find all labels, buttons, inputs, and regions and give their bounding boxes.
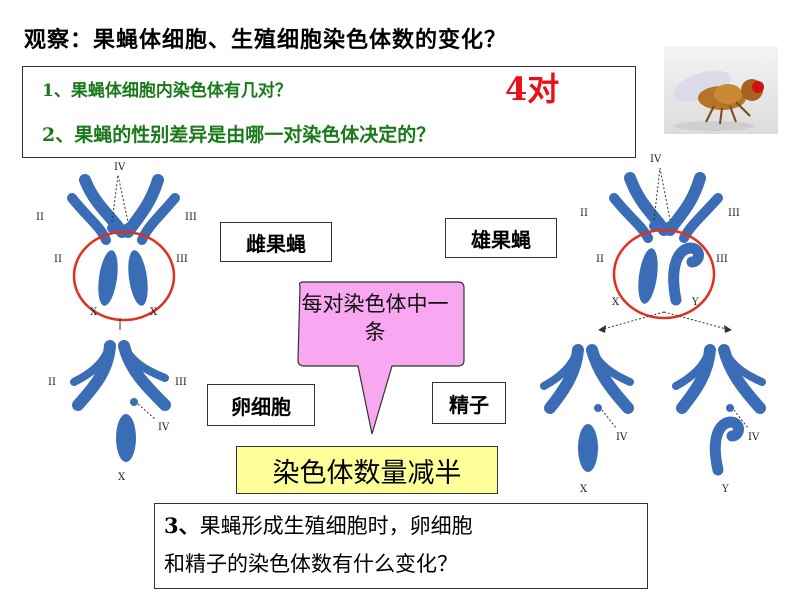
label-male-fly: 雄果蝇 [445,218,557,258]
page-title: 观察：果蝇体细胞、生殖细胞染色体数的变化？ [24,28,508,53]
question-3-box [154,503,648,589]
label-III-female: III [185,212,197,223]
question-3-line-1: 3、果蝇形成生殖细胞时，卵细胞 [164,510,473,540]
svg-text:IV: IV [748,432,760,443]
label-III-female-2: III [176,254,188,265]
svg-text:IV: IV [158,422,170,433]
sperm-y-chromosomes: IV Y [672,344,766,495]
question-2: 2、果蝇的性别差异是由哪一对染色体决定的？ [42,124,436,146]
question-1-answer: 4对 [505,70,560,108]
question-box [22,66,636,158]
svg-text:X: X [580,484,588,495]
svg-text:II: II [48,377,56,388]
svg-text:III: III [175,377,187,388]
label-female-fly: 雌果蝇 [220,222,332,262]
svg-text:X: X [118,472,126,483]
male-chromosomes: IV II III II III X Y [580,154,740,333]
question-3-prefix: 3、 [164,513,200,538]
female-chromosomes: IV II III II III X X [36,162,197,330]
label-egg-cell: 卵细胞 [207,384,315,426]
question-3-line-1-text: 果蝇形成生殖细胞时，卵细胞 [199,514,473,538]
halved-label: 染色体数量减半 [236,446,498,494]
svg-text:X: X [612,297,620,308]
label-X-female-2: X [150,307,158,318]
sperm-x-chromosomes: IV X [540,344,634,495]
svg-text:II: II [580,208,588,219]
label-II-female: II [36,212,44,223]
question-3-line-2: 和精子的染色体数有什么变化？ [164,552,458,576]
label-II-female-2: II [54,254,62,265]
svg-text:II: II [596,254,604,265]
svg-text:IV: IV [616,432,628,443]
svg-text:III: III [728,208,740,219]
egg-chromosomes: II III IV X [48,340,187,483]
callout-text: 每对染色体中一条 [301,292,449,344]
svg-text:Y: Y [691,297,699,308]
label-sperm: 精子 [432,382,506,424]
svg-text:III: III [716,254,728,265]
svg-text:IV: IV [650,154,662,165]
question-1: 1、果蝇体细胞内染色体有几对？ [42,81,292,101]
svg-text:Y: Y [721,484,729,495]
callout-bubble [297,281,465,435]
label-IV-female: IV [114,162,126,173]
fruit-fly-photo [664,46,778,134]
label-X-female: X [90,307,98,318]
